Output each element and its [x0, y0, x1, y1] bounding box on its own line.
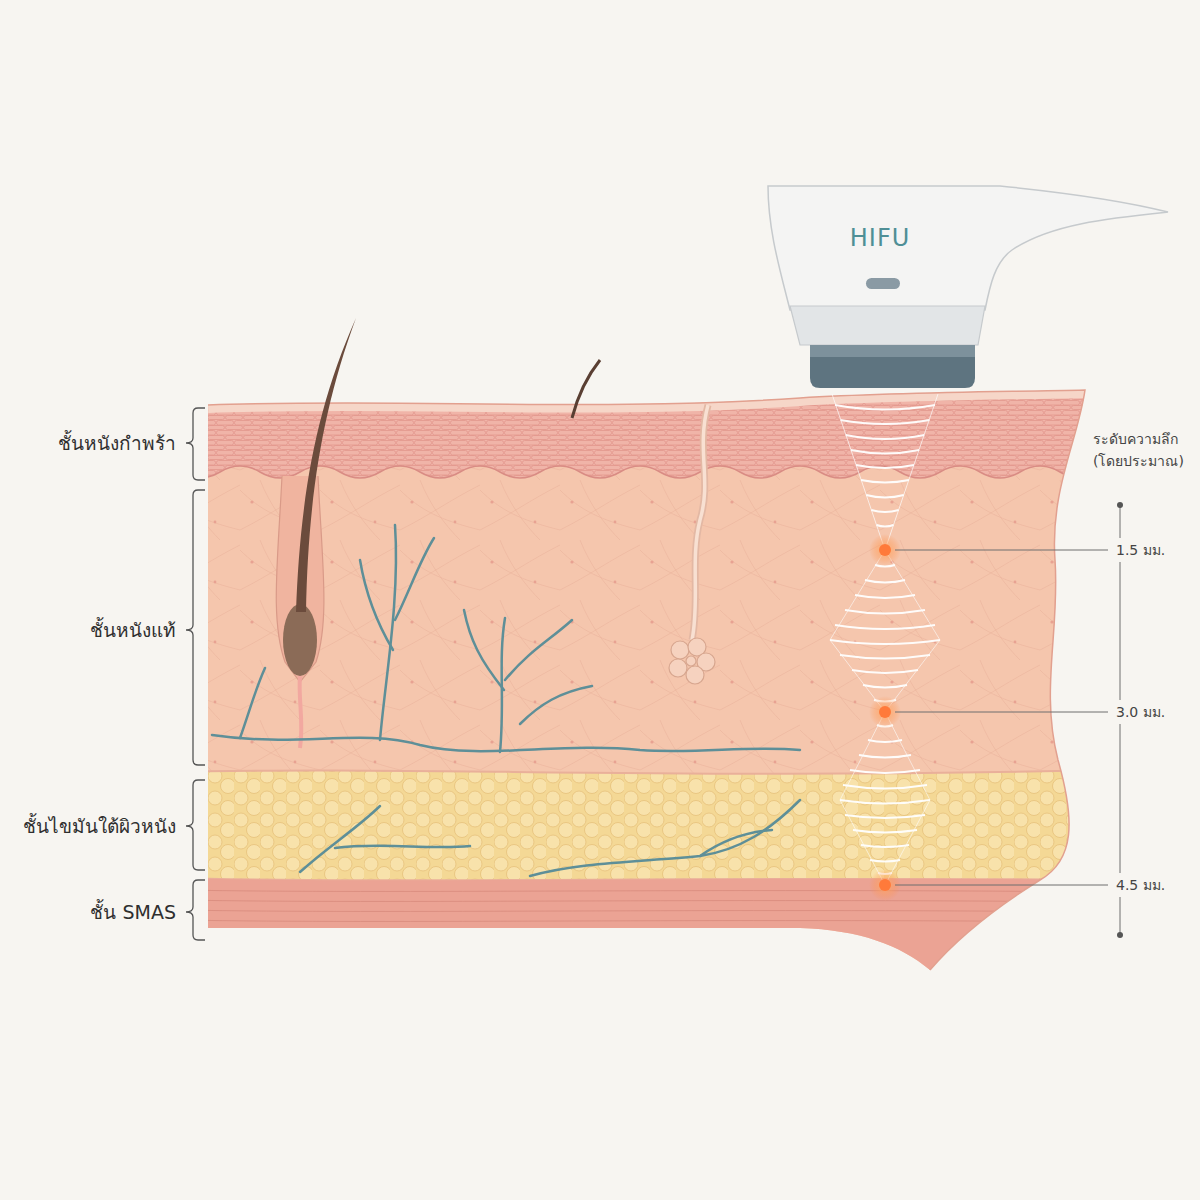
device-label: HIFU: [800, 213, 960, 263]
depth-value: 1.5 มม.: [1114, 541, 1167, 559]
device-head: HIFU: [800, 213, 960, 263]
depth-title: ระดับความลึก (โดยประมาณ): [1093, 428, 1197, 473]
depth-value: 3.0 มม.: [1114, 703, 1167, 721]
depth-value: 4.5 มม.: [1114, 876, 1167, 894]
layer-label: ชั้นหนังแท้: [90, 618, 176, 643]
layer-label: ชั้น SMAS: [90, 900, 176, 925]
layer-label: ชั้นหนังกำพร้า: [58, 431, 176, 456]
layer-label: ชั้นไขมันใต้ผิวหนัง: [23, 814, 176, 839]
